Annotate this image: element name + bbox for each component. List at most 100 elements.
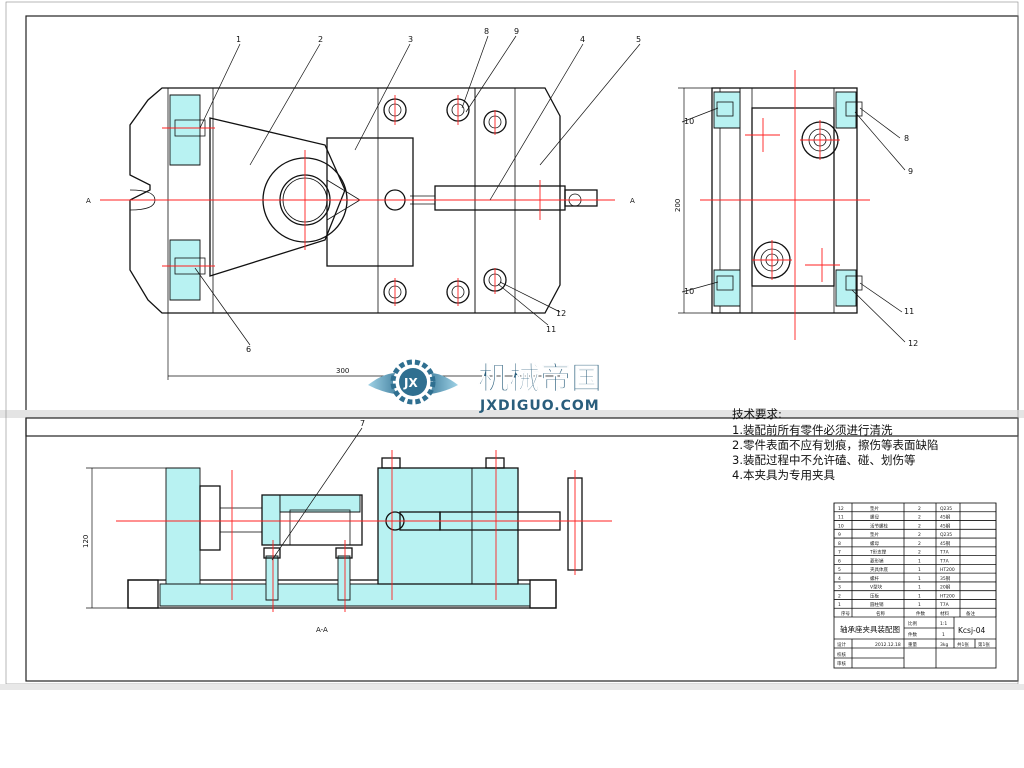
part-qty: 2	[918, 532, 921, 538]
parts-row: 1 圆柱销 1 T7A	[834, 601, 996, 609]
requirement-2: 2.零件表面不应有划痕，擦伤等表面缺陷	[732, 438, 938, 452]
part-no: 8	[838, 541, 841, 547]
balloon-8-side: 8	[904, 134, 909, 143]
watermark-en: JXDIGUO.COM	[479, 398, 600, 414]
weight-value: 3kg	[940, 642, 948, 648]
bottom-shadow	[0, 684, 1024, 690]
count-label: 件数	[908, 631, 917, 638]
part-material: T7A	[939, 602, 950, 608]
section-marker-left: A	[86, 197, 91, 205]
balloon-7: 7	[360, 419, 365, 428]
requirement-3: 3.装配过程中不允许磕、碰、划伤等	[732, 453, 915, 467]
parts-row: 5 夹具体底 1 HT200	[834, 566, 996, 574]
part-name: 螺母	[870, 514, 879, 521]
part-name: 螺母	[870, 540, 879, 547]
balloon-6: 6	[246, 345, 251, 354]
balloon-10-upper: 10	[684, 117, 694, 126]
parts-header-qty: 件数	[916, 610, 925, 617]
part-qty: 1	[918, 567, 921, 573]
part-no: 9	[838, 532, 841, 538]
balloon-12: 12	[556, 309, 566, 318]
check-label: 校核	[837, 651, 846, 658]
part-no: 11	[838, 515, 844, 521]
section-marker-right: A	[630, 197, 635, 205]
part-name: 活节螺栓	[870, 522, 888, 529]
section-view-label: A-A	[316, 626, 328, 634]
sheet-upper	[0, 0, 1024, 413]
part-no: 7	[838, 550, 841, 556]
balloon-12-side: 12	[908, 339, 918, 348]
scale-label: 比例	[908, 620, 917, 627]
part-no: 3	[838, 585, 841, 591]
part-name: T形支撑	[869, 549, 887, 556]
weight-label: 重量	[908, 641, 917, 648]
requirements-heading: 技术要求:	[732, 407, 782, 421]
part-material: 45钢	[940, 522, 951, 529]
part-name: V型块	[870, 584, 883, 591]
part-material: Q235	[940, 532, 952, 538]
part-name: 压板	[870, 592, 879, 599]
part-qty: 2	[918, 550, 921, 556]
part-no: 10	[838, 523, 844, 529]
part-material: 35钢	[940, 575, 951, 582]
part-no: 1	[838, 602, 841, 608]
part-no: 2	[838, 593, 841, 599]
part-no: 5	[838, 567, 841, 573]
part-no: 4	[838, 576, 841, 582]
part-material: HT200	[940, 567, 955, 573]
requirement-1: 1.装配前所有零件必须进行清洗	[732, 423, 893, 437]
drawing-code: Kcsj-04	[958, 626, 986, 635]
balloon-1: 1	[236, 35, 241, 44]
parts-row: 11 螺母 2 45钢	[834, 514, 996, 521]
top-view-balloons: 1 2 3 8 9 4 5 6 11 12	[194, 27, 641, 354]
count-value: 1	[942, 632, 945, 638]
part-material: HT200	[940, 593, 955, 599]
part-qty: 1	[918, 585, 921, 591]
balloon-11: 11	[546, 325, 556, 334]
side-view: 200	[674, 70, 870, 340]
part-material: Q235	[940, 506, 952, 512]
parts-header-no: 序号	[841, 610, 850, 617]
side-view-balloons: 10 10 8 9 11 12	[681, 107, 918, 348]
balloon-11-side: 11	[904, 307, 914, 316]
part-no: 6	[838, 558, 841, 564]
parts-header-note: 备注	[966, 610, 975, 617]
watermark-cn: 机械帝国	[478, 361, 602, 397]
part-material: 45钢	[940, 514, 951, 521]
part-name: 圆柱销	[870, 601, 884, 608]
top-view: A A 300	[86, 87, 635, 380]
balloon-10-lower: 10	[684, 287, 694, 296]
watermark: JX 机械帝国 JXDIGUO.COM	[368, 359, 602, 414]
part-qty: 2	[918, 515, 921, 521]
balloon-9-side: 9	[908, 167, 913, 176]
balloon-5: 5	[636, 35, 641, 44]
part-name: 螺杆	[870, 575, 879, 582]
sheet-divider-shadow	[0, 410, 1024, 418]
parts-row: 9 垫片 2 Q235	[834, 531, 996, 539]
drawing-title: 轴承座夹具装配图	[840, 624, 900, 634]
part-name: 菱形销	[870, 557, 884, 564]
part-name: 夹具体底	[870, 566, 888, 573]
dimension-width-top: 300	[336, 367, 349, 375]
parts-header-mat: 材料	[940, 610, 949, 617]
part-material: T7A	[939, 558, 950, 564]
parts-row: 3 V型块 1 20钢	[834, 584, 996, 592]
part-material: 45钢	[940, 540, 951, 547]
front-section-view: 120 7 A-A	[82, 419, 612, 634]
part-name: 垫片	[870, 531, 879, 538]
part-qty: 2	[918, 506, 921, 512]
part-material: 20钢	[940, 584, 951, 591]
balloon-2: 2	[318, 35, 323, 44]
sheet-number: 第1张	[978, 641, 990, 648]
part-qty: 1	[918, 602, 921, 608]
